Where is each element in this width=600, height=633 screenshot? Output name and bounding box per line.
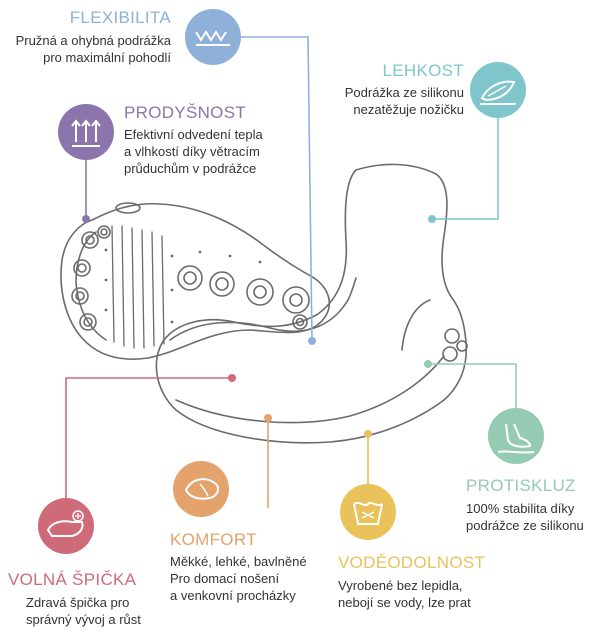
flexibilita-description: Pružná a ohybná podrážka pro maximální p… <box>16 32 171 66</box>
shoe-inner-upper <box>169 277 357 341</box>
connector-volna <box>65 377 232 498</box>
prodysnost-title: PRODYŠNOST <box>124 103 247 122</box>
komfort-line-2: Pro domací nošení <box>170 571 280 586</box>
vodeodolnost-line-2: nebojí se vody, lze prat <box>338 595 471 610</box>
flexibilita-line-1: Pružná a ohybná podrážka <box>15 33 171 48</box>
protiskluz-title: PROTISKLUZ <box>466 476 576 495</box>
toe-space-icon <box>38 498 94 554</box>
komfort-line-1: Měkké, lehké, bavlněné <box>170 554 307 569</box>
lehkost-line-1: Podrážka ze silikonu <box>344 85 464 100</box>
komfort-description: Měkké, lehké, bavlněné Pro domací nošení… <box>170 553 307 604</box>
airflow-arrows-icon <box>58 104 114 160</box>
sole-dots <box>104 248 262 324</box>
feather-shoe-icon <box>470 62 526 118</box>
volna-spicka-description: Zdravá špička pro správný vývoj a růst <box>26 594 141 628</box>
heel-tab <box>115 202 141 214</box>
lehkost-description: Podrážka ze silikonu nezatěžuje nožičku <box>345 84 464 118</box>
connector-flexibilita <box>240 36 313 342</box>
komfort-title: KOMFORT <box>170 530 257 549</box>
prodysnost-line-1: Efektivní odvedení tepla <box>124 127 263 142</box>
prodysnost-line-3: průduchům v podrážce <box>124 161 257 176</box>
protiskluz-line-2: podrážce ze silikonu <box>466 518 584 533</box>
connector-lehkost <box>432 116 499 220</box>
connector-dots <box>82 215 436 438</box>
connector-lines <box>65 36 517 508</box>
prodysnost-description: Efektivní odvedení tepla a vlhkostí díky… <box>124 126 263 177</box>
volna-spicka-line-1: Zdravá špička pro <box>26 595 130 610</box>
shoe-body <box>155 163 468 444</box>
foot-comfort-icon <box>173 461 229 517</box>
connector-protiskluz <box>428 363 517 410</box>
shoe-illustration <box>60 163 468 444</box>
shoe-lining <box>175 355 445 424</box>
volna-spicka-line-2: správný vývoj a růst <box>26 612 141 627</box>
washing-icon <box>340 484 396 540</box>
prodysnost-line-2: a vlhkostí díky větracím <box>124 144 260 159</box>
sole-outline <box>60 202 331 360</box>
wave-flex-icon <box>185 9 241 65</box>
protiskluz-description: 100% stabilita díky podrážce ze silikonu <box>466 500 584 534</box>
lehkost-line-2: nezatěžuje nožičku <box>353 102 464 117</box>
flexibilita-line-2: pro maximální pohodlí <box>43 50 171 65</box>
vodeodolnost-title: VODĚODOLNOST <box>338 553 486 572</box>
shoe-heel-curve <box>401 299 431 351</box>
flexibilita-title: FLEXIBILITA <box>69 8 171 27</box>
sole-ribs <box>111 225 165 349</box>
heel-holes <box>442 328 468 362</box>
komfort-line-3: a venkovní procházky <box>170 588 296 603</box>
volna-spicka-title: VOLNÁ ŠPIČKA <box>8 570 137 589</box>
protiskluz-line-1: 100% stabilita díky <box>466 501 575 516</box>
lehkost-title: LEHKOST <box>382 61 464 80</box>
foot-slip-icon <box>488 408 544 464</box>
vodeodolnost-line-1: Vyrobené bez lepidla, <box>338 578 463 593</box>
sole-toe-circles <box>177 265 310 330</box>
sole-vent-holes <box>71 225 111 331</box>
vodeodolnost-description: Vyrobené bez lepidla, nebojí se vody, lz… <box>338 577 471 611</box>
